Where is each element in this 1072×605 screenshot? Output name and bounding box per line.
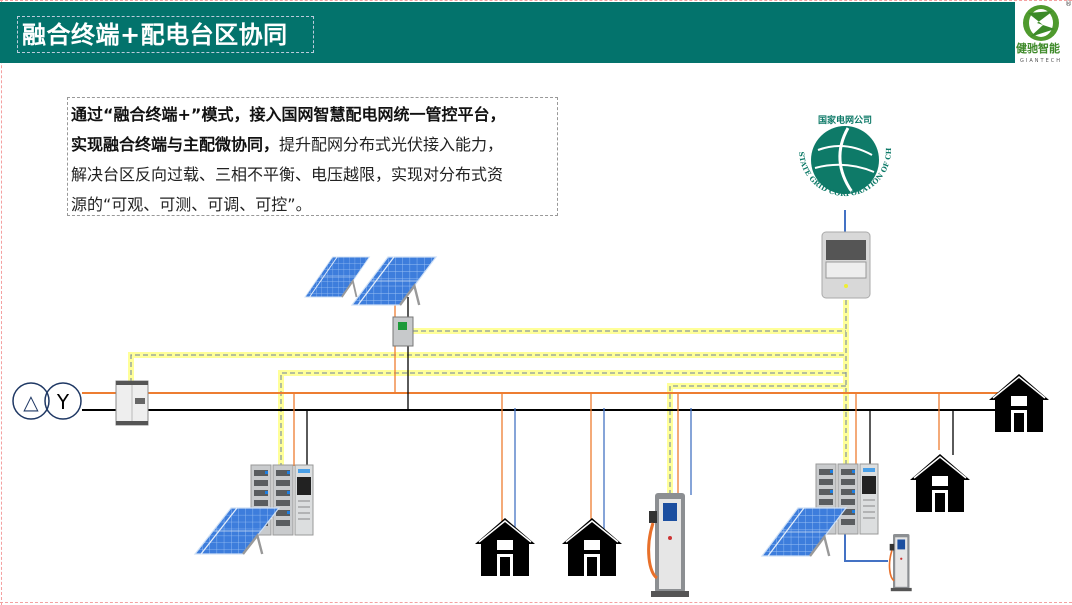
- desc-line-3: 解决台区反向过载、三相不平衡、电压越限，实现对分布式资: [71, 165, 504, 184]
- desc-line-4: 源的“可观、可测、可调、可控”。: [71, 195, 312, 214]
- delta-symbol: △: [23, 390, 39, 414]
- ev-charger-small: [888, 533, 913, 593]
- registered-mark: ®: [1065, 0, 1072, 8]
- house-icon: [561, 517, 623, 577]
- smart-meter: [821, 231, 871, 299]
- desc-line-2: 提升配网分布式光伏接入能力，: [279, 135, 504, 154]
- desc-line-2-bold: 实现融合终端与主配微协同，: [71, 135, 280, 154]
- description-box: 通过“融合终端+”模式，接入国网智慧配电网统一管控平台， 实现融合终端与主配微协…: [67, 97, 558, 216]
- transformer-symbol: △ Y: [12, 382, 82, 420]
- ev-charger: [647, 491, 691, 599]
- state-grid-logo-cn: 国家电网公司: [818, 114, 872, 126]
- drop-lines: [293, 210, 954, 570]
- page-title: 融合终端+配电台区协同: [22, 21, 288, 49]
- house-icon: [909, 453, 971, 513]
- title-box: 融合终端+配电台区协同: [17, 16, 314, 53]
- company-logo: ® 健驰智能 GIANTECH: [1015, 0, 1072, 65]
- wye-symbol: Y: [56, 390, 70, 414]
- header-bar: 融合终端+配电台区协同: [0, 2, 1015, 63]
- logo-text-cn: 健驰智能: [1016, 42, 1060, 55]
- state-grid-logo-en: STATE GRID CORPORATION OF CHINA: [0, 0, 893, 198]
- signal-lines: [128, 300, 849, 495]
- logo-text-en: GIANTECH: [1020, 58, 1062, 64]
- pv-inverter: [392, 316, 414, 347]
- frame-top-border: [0, 0, 1072, 1]
- frame-bottom-border: [0, 602, 1072, 603]
- logo-swirl-icon: [1023, 5, 1059, 41]
- solar-panel-array: [304, 255, 438, 307]
- house-icon: [988, 373, 1050, 433]
- fusion-terminal-breaker: [115, 380, 149, 426]
- svg-text:STATE GRID CORPORATION OF CHIN: STATE GRID CORPORATION OF CHINA: [0, 0, 893, 198]
- desc-line-1: 通过“融合终端+”模式，接入国网智慧配电网统一管控平台，: [71, 105, 506, 124]
- frame-left-border: [1, 0, 2, 605]
- state-grid-logo: 国家电网公司 STATE GRID CORPORATION OF CHINA: [0, 0, 893, 198]
- house-icon: [474, 517, 536, 577]
